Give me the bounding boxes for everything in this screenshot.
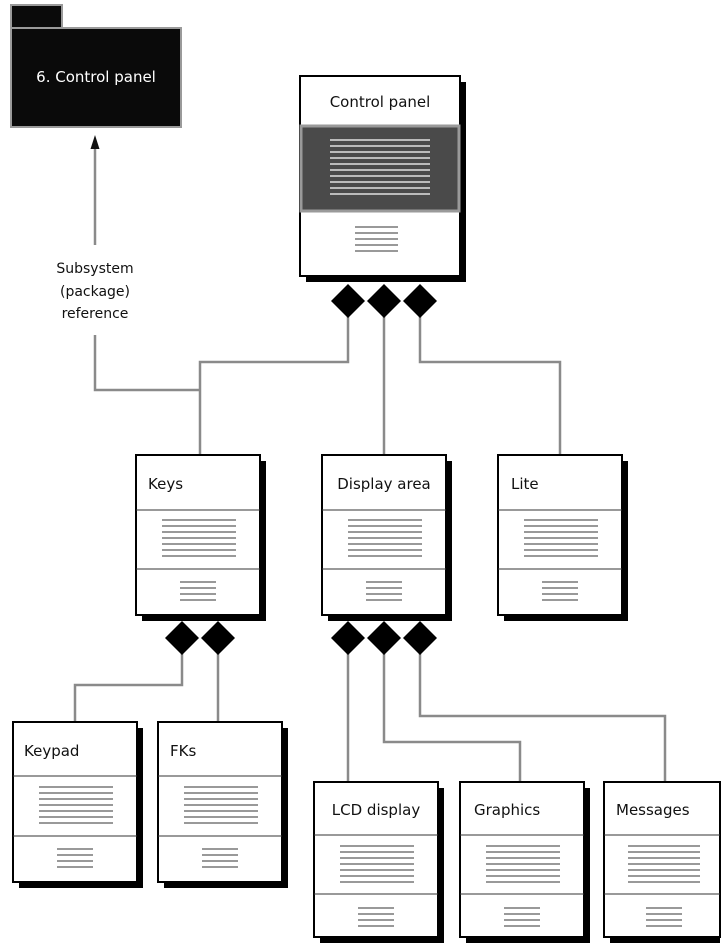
box-frame bbox=[459, 781, 585, 938]
reference-note-line-3: reference bbox=[62, 306, 129, 322]
class-title-lcd-display: LCD display bbox=[332, 801, 421, 819]
class-box-display-area[interactable]: Display area bbox=[321, 454, 452, 621]
attribute-lines bbox=[348, 519, 422, 557]
diamond-icon bbox=[201, 621, 235, 655]
class-title-display-area: Display area bbox=[337, 475, 431, 493]
diamond-icon bbox=[403, 621, 437, 655]
operation-lines bbox=[202, 848, 238, 868]
class-title-messages: Messages bbox=[616, 801, 690, 819]
class-box-graphics[interactable]: Graphics bbox=[459, 781, 590, 943]
class-box-lcd-display[interactable]: LCD display bbox=[313, 781, 444, 943]
operation-lines bbox=[355, 226, 398, 252]
package-control-panel[interactable]: 6. Control panel bbox=[10, 4, 182, 128]
class-title-keypad: Keypad bbox=[24, 742, 79, 760]
diamond-icon bbox=[367, 284, 401, 318]
connector-control-to-lite bbox=[418, 312, 562, 455]
class-box-messages[interactable]: Messages bbox=[603, 781, 721, 943]
connector-display-to-graphics bbox=[382, 650, 522, 782]
diamond-icon bbox=[367, 621, 401, 655]
operation-lines bbox=[646, 907, 682, 927]
attribute-lines bbox=[162, 519, 236, 557]
class-box-fks[interactable]: FKs bbox=[157, 721, 288, 888]
attribute-lines bbox=[524, 519, 598, 557]
diamond-icon bbox=[403, 284, 437, 318]
reference-note-line-2: (package) bbox=[60, 284, 130, 300]
attribute-lines bbox=[184, 786, 258, 824]
connector-display-to-messages bbox=[418, 650, 667, 782]
operation-lines bbox=[504, 907, 540, 927]
class-title-graphics: Graphics bbox=[474, 801, 540, 819]
operation-lines bbox=[542, 581, 578, 601]
diamond-icon bbox=[165, 621, 199, 655]
reference-note: Subsystem (package) reference bbox=[56, 261, 133, 322]
package-label: 6. Control panel bbox=[36, 68, 156, 86]
reference-note-line-1: Subsystem bbox=[56, 261, 133, 277]
operation-lines bbox=[180, 581, 216, 601]
package-tab bbox=[10, 4, 63, 30]
class-box-keypad[interactable]: Keypad bbox=[12, 721, 143, 888]
box-frame bbox=[603, 781, 721, 938]
connector-keys-to-package bbox=[93, 335, 200, 392]
attribute-lines bbox=[330, 139, 430, 195]
operation-lines bbox=[57, 848, 93, 868]
attribute-lines bbox=[340, 845, 414, 883]
connector-control-to-keys bbox=[198, 312, 350, 455]
class-title-lite: Lite bbox=[511, 475, 539, 493]
class-title-keys: Keys bbox=[148, 475, 183, 493]
box-frame bbox=[313, 781, 439, 938]
class-title-control-panel: Control panel bbox=[330, 93, 431, 111]
operation-lines bbox=[358, 907, 394, 927]
class-title-fks: FKs bbox=[170, 742, 196, 760]
attribute-lines bbox=[486, 845, 560, 883]
connector-keys-to-keypad bbox=[73, 648, 184, 722]
attribute-lines bbox=[39, 786, 113, 824]
package-body bbox=[10, 27, 182, 128]
arrowhead-icon bbox=[90, 135, 100, 149]
attribute-lines bbox=[628, 845, 700, 883]
class-box-control-panel[interactable]: Control panel bbox=[299, 75, 466, 282]
composition-diamonds bbox=[165, 284, 437, 655]
diamond-icon bbox=[331, 621, 365, 655]
operation-lines bbox=[366, 581, 402, 601]
connectors bbox=[73, 135, 667, 782]
diamond-icon bbox=[331, 284, 365, 318]
class-box-keys[interactable]: Keys bbox=[135, 454, 266, 621]
class-box-lite[interactable]: Lite bbox=[497, 454, 628, 621]
attributes-section-highlighted bbox=[299, 124, 461, 213]
